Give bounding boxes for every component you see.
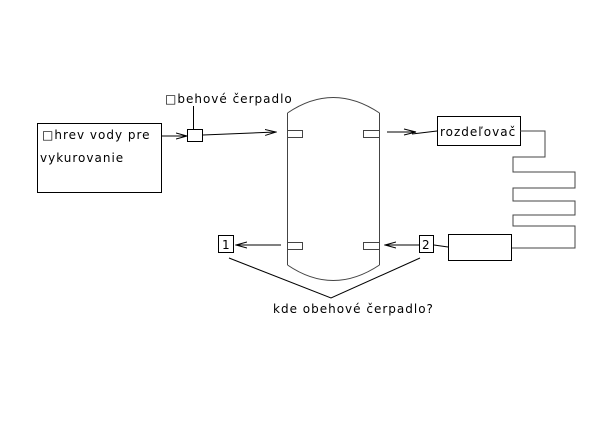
pump-to-tank-pipe xyxy=(202,132,276,135)
question-label: kde obehové čerpadlo? xyxy=(273,302,434,316)
tank-port-bottom-left xyxy=(287,242,303,250)
pump-symbol xyxy=(187,129,203,142)
storage-tank xyxy=(287,97,380,281)
port-1-box xyxy=(218,235,234,253)
pump-label: □behové čerpadlo xyxy=(165,92,293,106)
tank-port-bottom-right xyxy=(363,242,380,250)
port-1-label: 1 xyxy=(222,238,231,252)
heater-label-line2: vykurovanie xyxy=(40,151,124,165)
distributor-label: rozdeľovač xyxy=(440,125,516,139)
tank-port-top-left xyxy=(287,130,303,138)
port-2-label: 2 xyxy=(422,238,431,252)
return-pipe xyxy=(433,244,449,248)
tank-port-top-right xyxy=(363,130,380,138)
question-leader-lines xyxy=(228,257,421,299)
return-unit-box xyxy=(448,234,512,261)
heater-label-line1: □hrev vody pre xyxy=(42,128,151,142)
port-2-box xyxy=(419,235,434,253)
heating-loop xyxy=(511,130,576,249)
water-heater-box: □hrev vody pre vykurovanie xyxy=(37,123,162,193)
